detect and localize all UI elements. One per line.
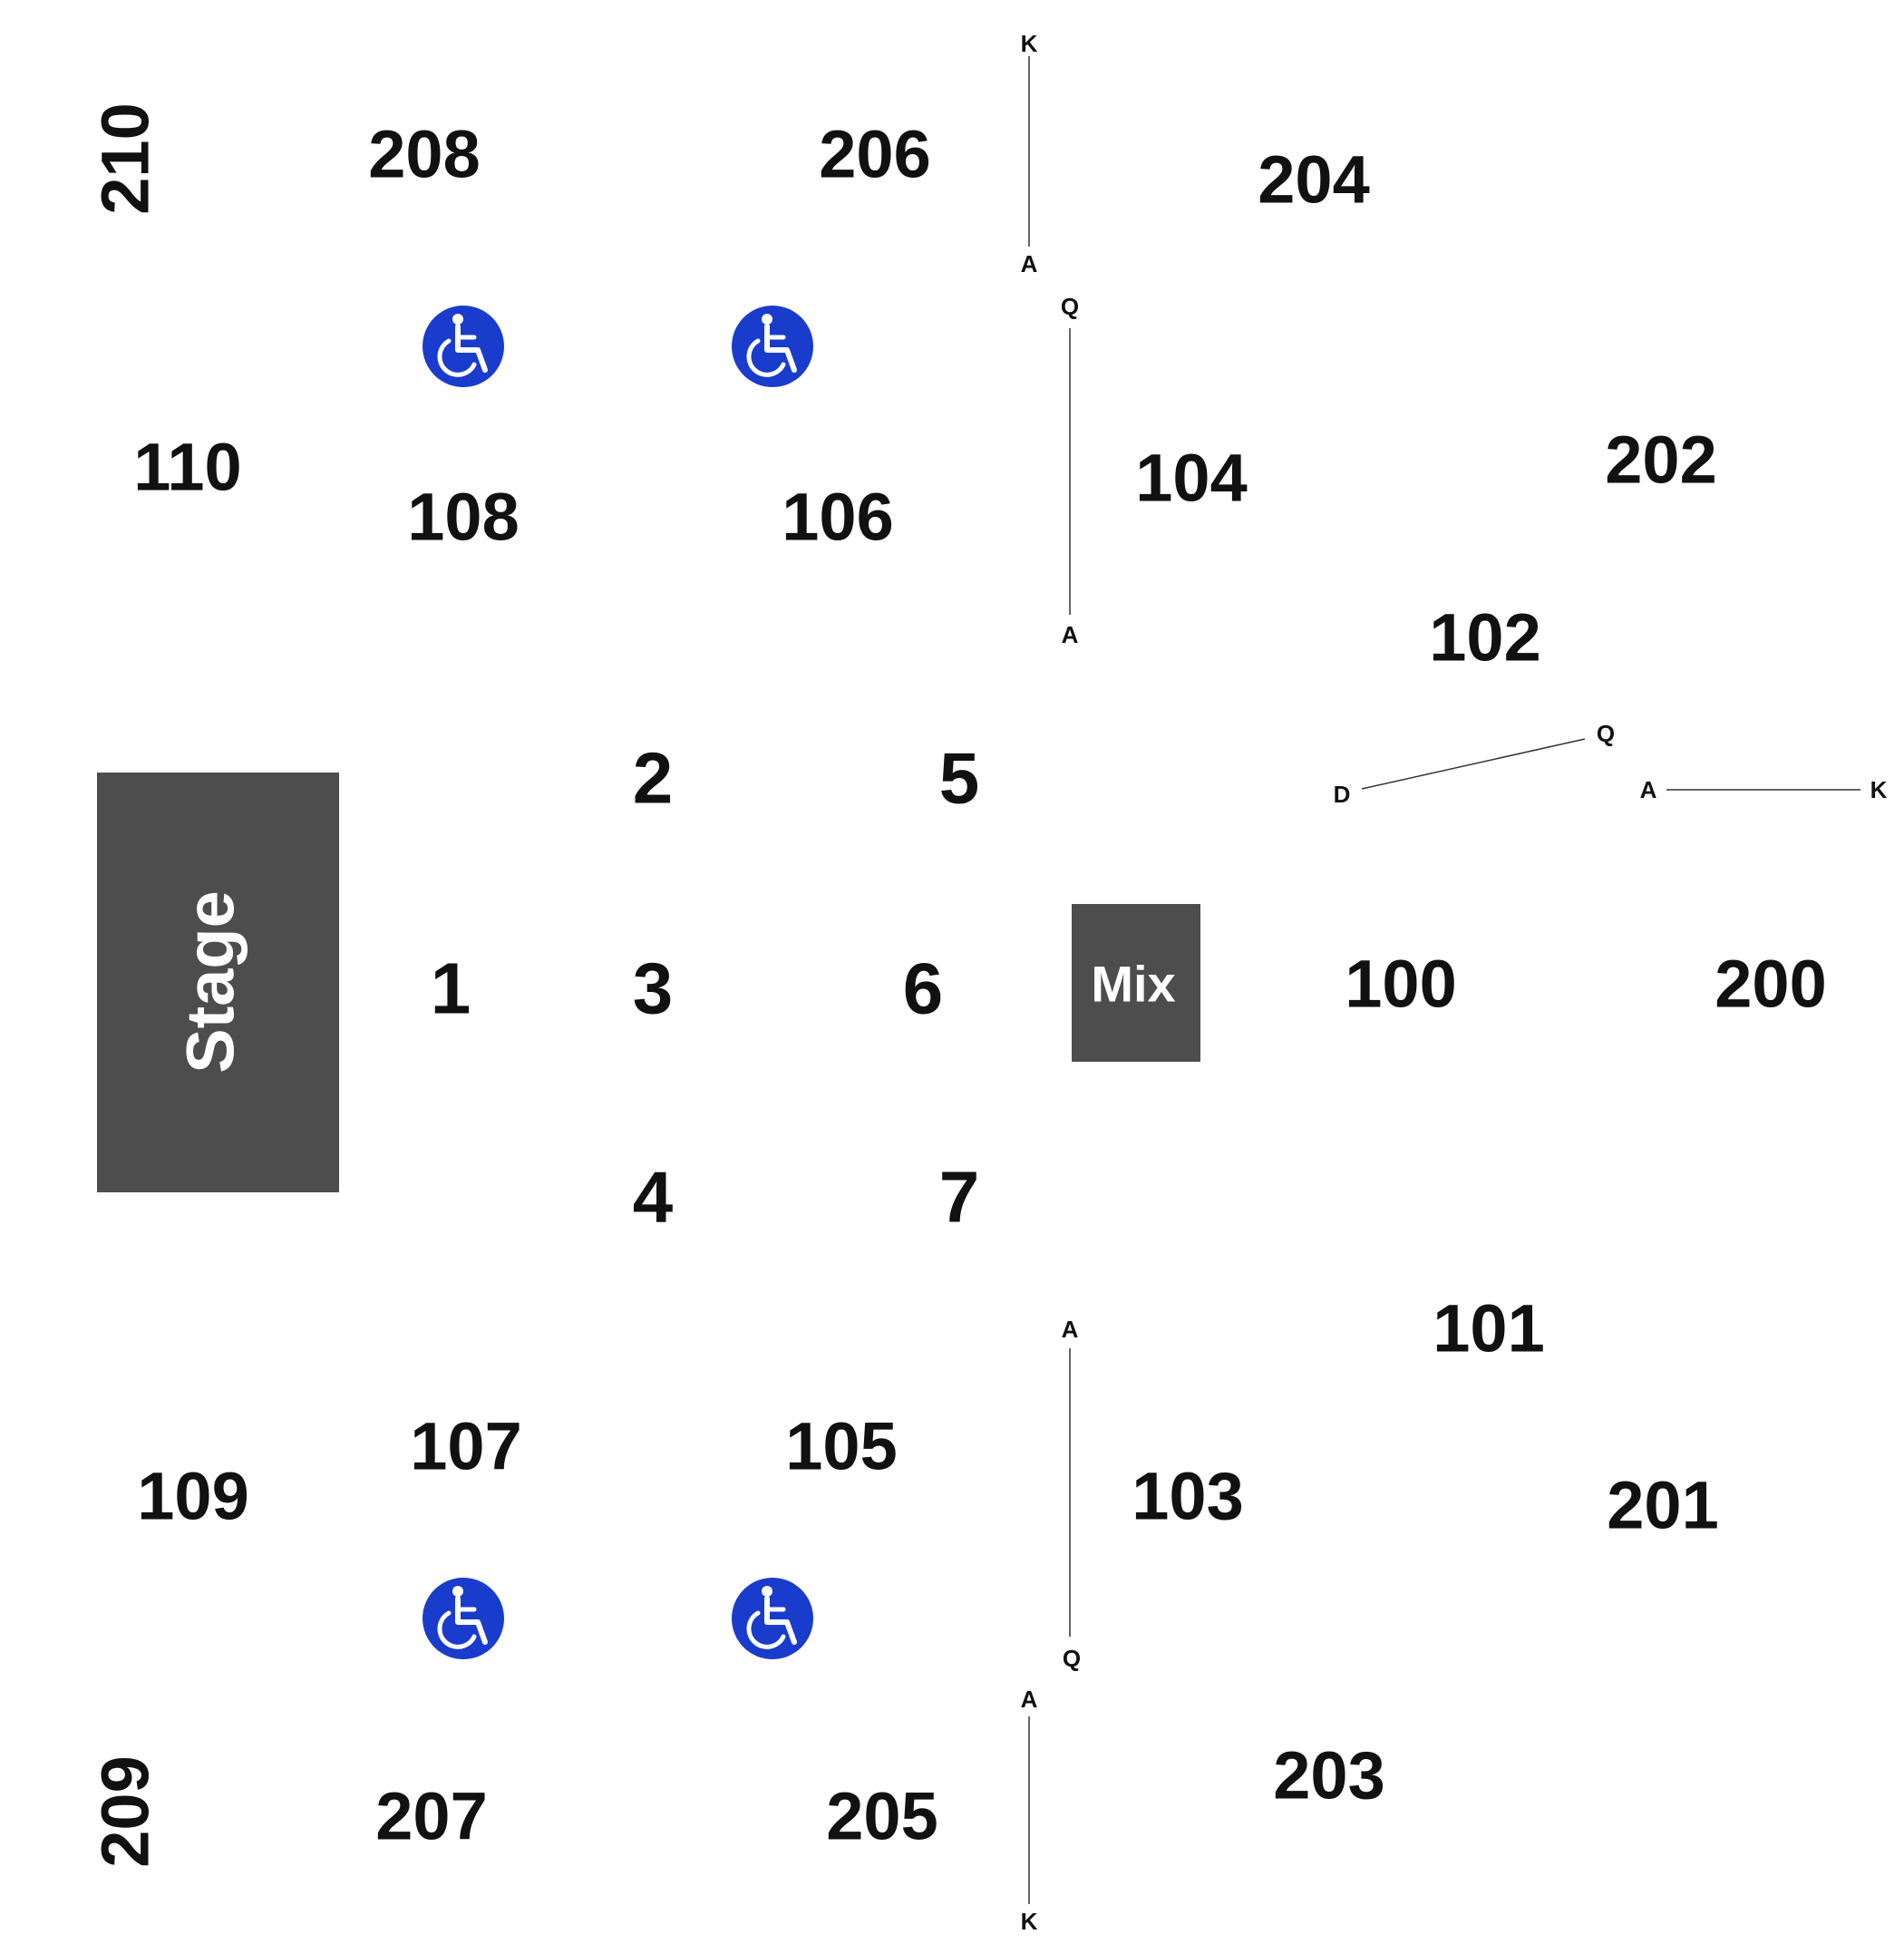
section-210[interactable]: 210 (88, 102, 163, 214)
row-label: Q (1597, 720, 1615, 747)
section-102[interactable]: 102 (1429, 600, 1540, 676)
row-label: K (1021, 1908, 1038, 1935)
section-103[interactable]: 103 (1132, 1459, 1243, 1534)
section-1[interactable]: 1 (431, 948, 471, 1029)
section-209[interactable]: 209 (88, 1755, 163, 1867)
mix-box (1072, 904, 1200, 1062)
section-106[interactable]: 106 (782, 480, 893, 555)
section-6[interactable]: 6 (903, 948, 944, 1029)
row-label: A (1021, 1686, 1038, 1713)
stage: Stage (97, 773, 339, 1192)
row-label: D (1334, 781, 1351, 808)
row-label: A (1062, 621, 1079, 648)
section-3[interactable]: 3 (633, 948, 674, 1029)
section-109[interactable]: 109 (137, 1459, 248, 1534)
section-201[interactable]: 201 (1607, 1468, 1718, 1543)
section-5[interactable]: 5 (939, 738, 980, 819)
stage-box (97, 773, 339, 1192)
section-4[interactable]: 4 (633, 1157, 674, 1238)
row-label: K (1021, 30, 1038, 57)
section-104[interactable]: 104 (1135, 441, 1247, 516)
section-205[interactable]: 205 (826, 1779, 937, 1854)
section-204[interactable]: 204 (1258, 142, 1369, 218)
row-indicator-103: A Q (1062, 1316, 1082, 1672)
row-label: Q (1063, 1645, 1081, 1672)
wheelchair-icon (423, 306, 504, 387)
mix-position: Mix (1072, 904, 1200, 1062)
section-110[interactable]: 110 (133, 430, 241, 505)
wheelchair-icon (732, 1578, 813, 1659)
section-7[interactable]: 7 (939, 1157, 980, 1238)
section-207[interactable]: 207 (375, 1779, 487, 1854)
row-label: A (1640, 776, 1657, 803)
row-indicator-104: Q A (1061, 293, 1079, 648)
row-label: A (1062, 1316, 1079, 1343)
section-206[interactable]: 206 (819, 117, 930, 192)
section-107[interactable]: 107 (410, 1409, 521, 1484)
row-label: A (1021, 250, 1038, 277)
section-200[interactable]: 200 (1715, 947, 1826, 1022)
row-indicator-top-206: K A (1021, 30, 1038, 277)
section-100[interactable]: 100 (1345, 947, 1456, 1022)
row-label: Q (1061, 293, 1079, 320)
row-label: K (1870, 776, 1888, 803)
section-108[interactable]: 108 (407, 480, 519, 555)
section-105[interactable]: 105 (785, 1409, 897, 1484)
section-2[interactable]: 2 (633, 738, 674, 819)
section-203[interactable]: 203 (1273, 1738, 1384, 1813)
row-indicator-102: D Q (1334, 720, 1616, 808)
row-line (1361, 738, 1586, 790)
mix-label: Mix (1091, 956, 1175, 1013)
row-indicator-bottom-205: A K (1021, 1686, 1038, 1935)
section-208[interactable]: 208 (368, 117, 480, 192)
section-202[interactable]: 202 (1605, 423, 1716, 498)
wheelchair-icon (423, 1578, 504, 1659)
section-101[interactable]: 101 (1433, 1291, 1544, 1366)
wheelchair-icon (732, 306, 813, 387)
stage-label: Stage (173, 890, 248, 1074)
row-indicator-200: A K (1640, 776, 1888, 803)
